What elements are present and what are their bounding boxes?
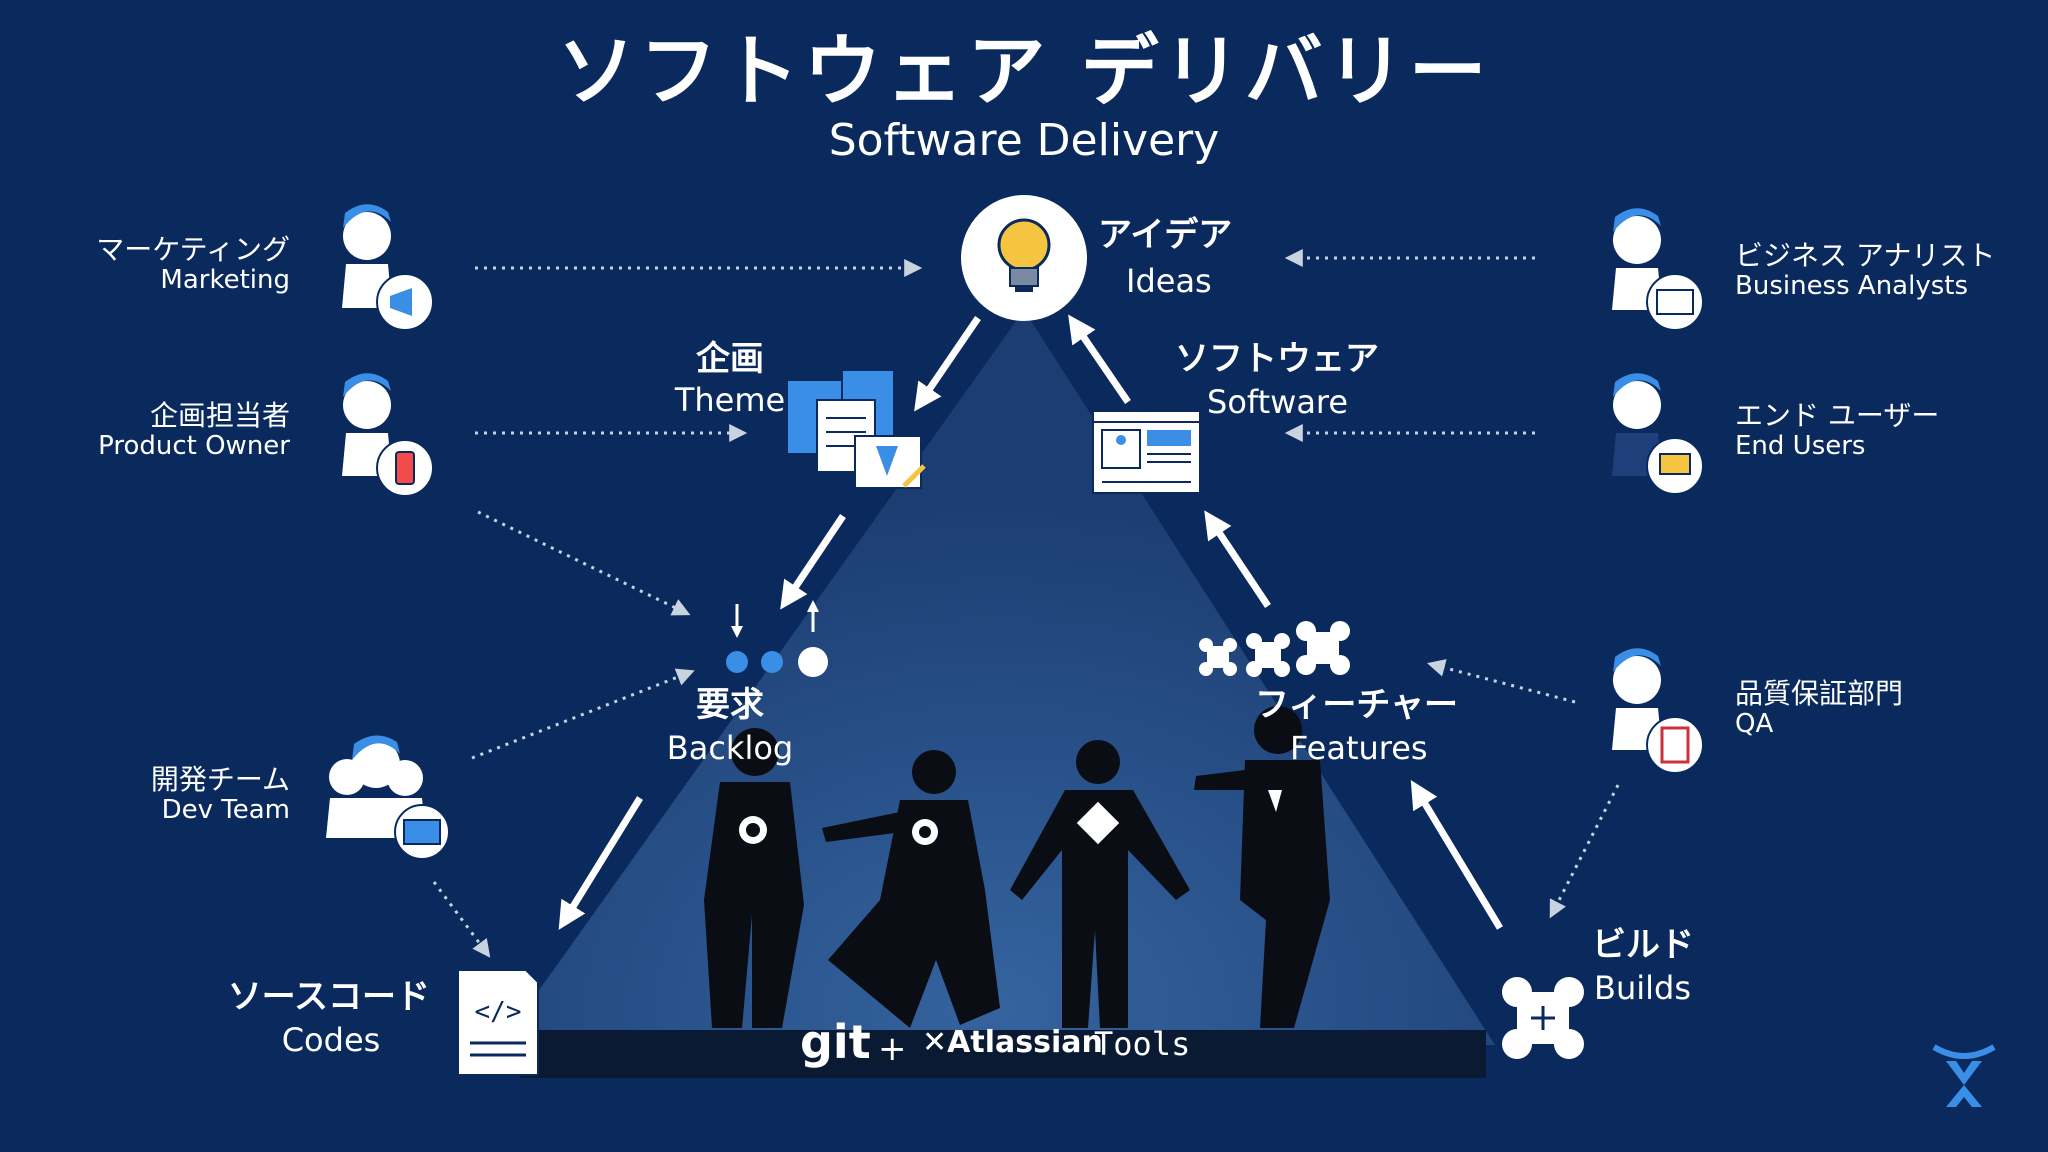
dev-team-label-ja: 開発チーム xyxy=(150,763,290,796)
marketing-person xyxy=(342,204,434,331)
chart-card-icon xyxy=(1656,289,1694,315)
marketing-label-ja: マーケティング xyxy=(96,233,290,266)
features-label-en: Features xyxy=(1290,729,1428,767)
end-users-label-ja: エンド ユーザー xyxy=(1735,399,1940,432)
browser-window-icon xyxy=(1092,410,1201,494)
code-file-icon: </> xyxy=(457,969,539,1076)
marketing-label-en: Marketing xyxy=(160,265,290,295)
ideas-label-ja: アイデア xyxy=(1098,215,1233,255)
stage-platform xyxy=(520,1030,1486,1078)
product-owner-label-ja: 企画担当者 xyxy=(149,399,290,432)
business-analyst-label-en: Business Analysts xyxy=(1735,271,1969,301)
business-analyst-label-ja: ビジネス アナリスト xyxy=(1735,239,1996,272)
atlassian-x-icon: ✕ xyxy=(922,1025,948,1060)
qa-label-en: QA xyxy=(1735,709,1774,739)
codes-label-ja: ソースコード xyxy=(227,977,430,1017)
builds-label-en: Builds xyxy=(1594,969,1691,1007)
git-logo: git xyxy=(800,1015,871,1069)
clipboard-check-icon xyxy=(1660,726,1690,764)
features-label-ja: フィーチャー xyxy=(1255,685,1458,725)
dev-team-people xyxy=(326,735,450,860)
page-title: ソフトウェア デリバリー xyxy=(557,27,1491,117)
code-window-icon xyxy=(403,819,441,845)
builds-label-ja: ビルド xyxy=(1592,925,1694,965)
atlassian-logo-icon xyxy=(1932,1044,1996,1107)
hero-silhouettes xyxy=(704,706,1330,1028)
codes-label-en: Codes xyxy=(281,1021,381,1059)
dev-team-label-en: Dev Team xyxy=(161,795,290,825)
end-users-label-en: End Users xyxy=(1735,431,1866,461)
builds-puzzle-icon xyxy=(1502,977,1584,1059)
tools-plus: + xyxy=(878,1029,907,1069)
software-label-ja: ソフトウェア xyxy=(1175,339,1379,379)
backlog-priority-icon xyxy=(726,600,828,677)
software-label-en: Software xyxy=(1207,383,1349,421)
megaphone-icon xyxy=(390,288,412,316)
atlassian-wordmark: ✕Atlassian xyxy=(922,1025,1103,1061)
features-puzzle-icon xyxy=(1199,621,1350,677)
theme-label-en: Theme xyxy=(674,381,786,419)
hero-silhouette xyxy=(704,728,804,1028)
theme-label-ja: 企画 xyxy=(696,339,764,379)
hero-silhouette xyxy=(1194,706,1330,1028)
product-owner-person xyxy=(342,373,434,497)
product-owner-label-en: Product Owner xyxy=(98,431,290,461)
tools-label: Tools xyxy=(1094,1025,1191,1063)
end-user-person xyxy=(1612,373,1704,495)
ideas-label-en: Ideas xyxy=(1126,262,1212,300)
svg-text:</>: </> xyxy=(475,997,522,1027)
qa-person xyxy=(1612,648,1704,774)
smartphone-icon xyxy=(395,451,415,485)
laptop-icon xyxy=(1659,453,1691,475)
backlog-label-ja: 要求 xyxy=(696,685,764,725)
page-subtitle: Software Delivery xyxy=(828,115,1220,166)
lightbulb-icon xyxy=(961,195,1087,321)
qa-label-ja: 品質保証部門 xyxy=(1735,677,1904,710)
backlog-label-en: Backlog xyxy=(666,729,794,767)
hero-silhouette xyxy=(822,750,1000,1028)
hero-silhouette xyxy=(1010,740,1190,1028)
business-analyst-person xyxy=(1612,208,1704,331)
documents-icon xyxy=(786,369,926,489)
people-avatars xyxy=(326,204,1704,860)
dotted-arrows xyxy=(432,249,1620,958)
cycle-arrows xyxy=(558,314,1503,930)
atlassian-name: Atlassian xyxy=(947,1025,1103,1060)
